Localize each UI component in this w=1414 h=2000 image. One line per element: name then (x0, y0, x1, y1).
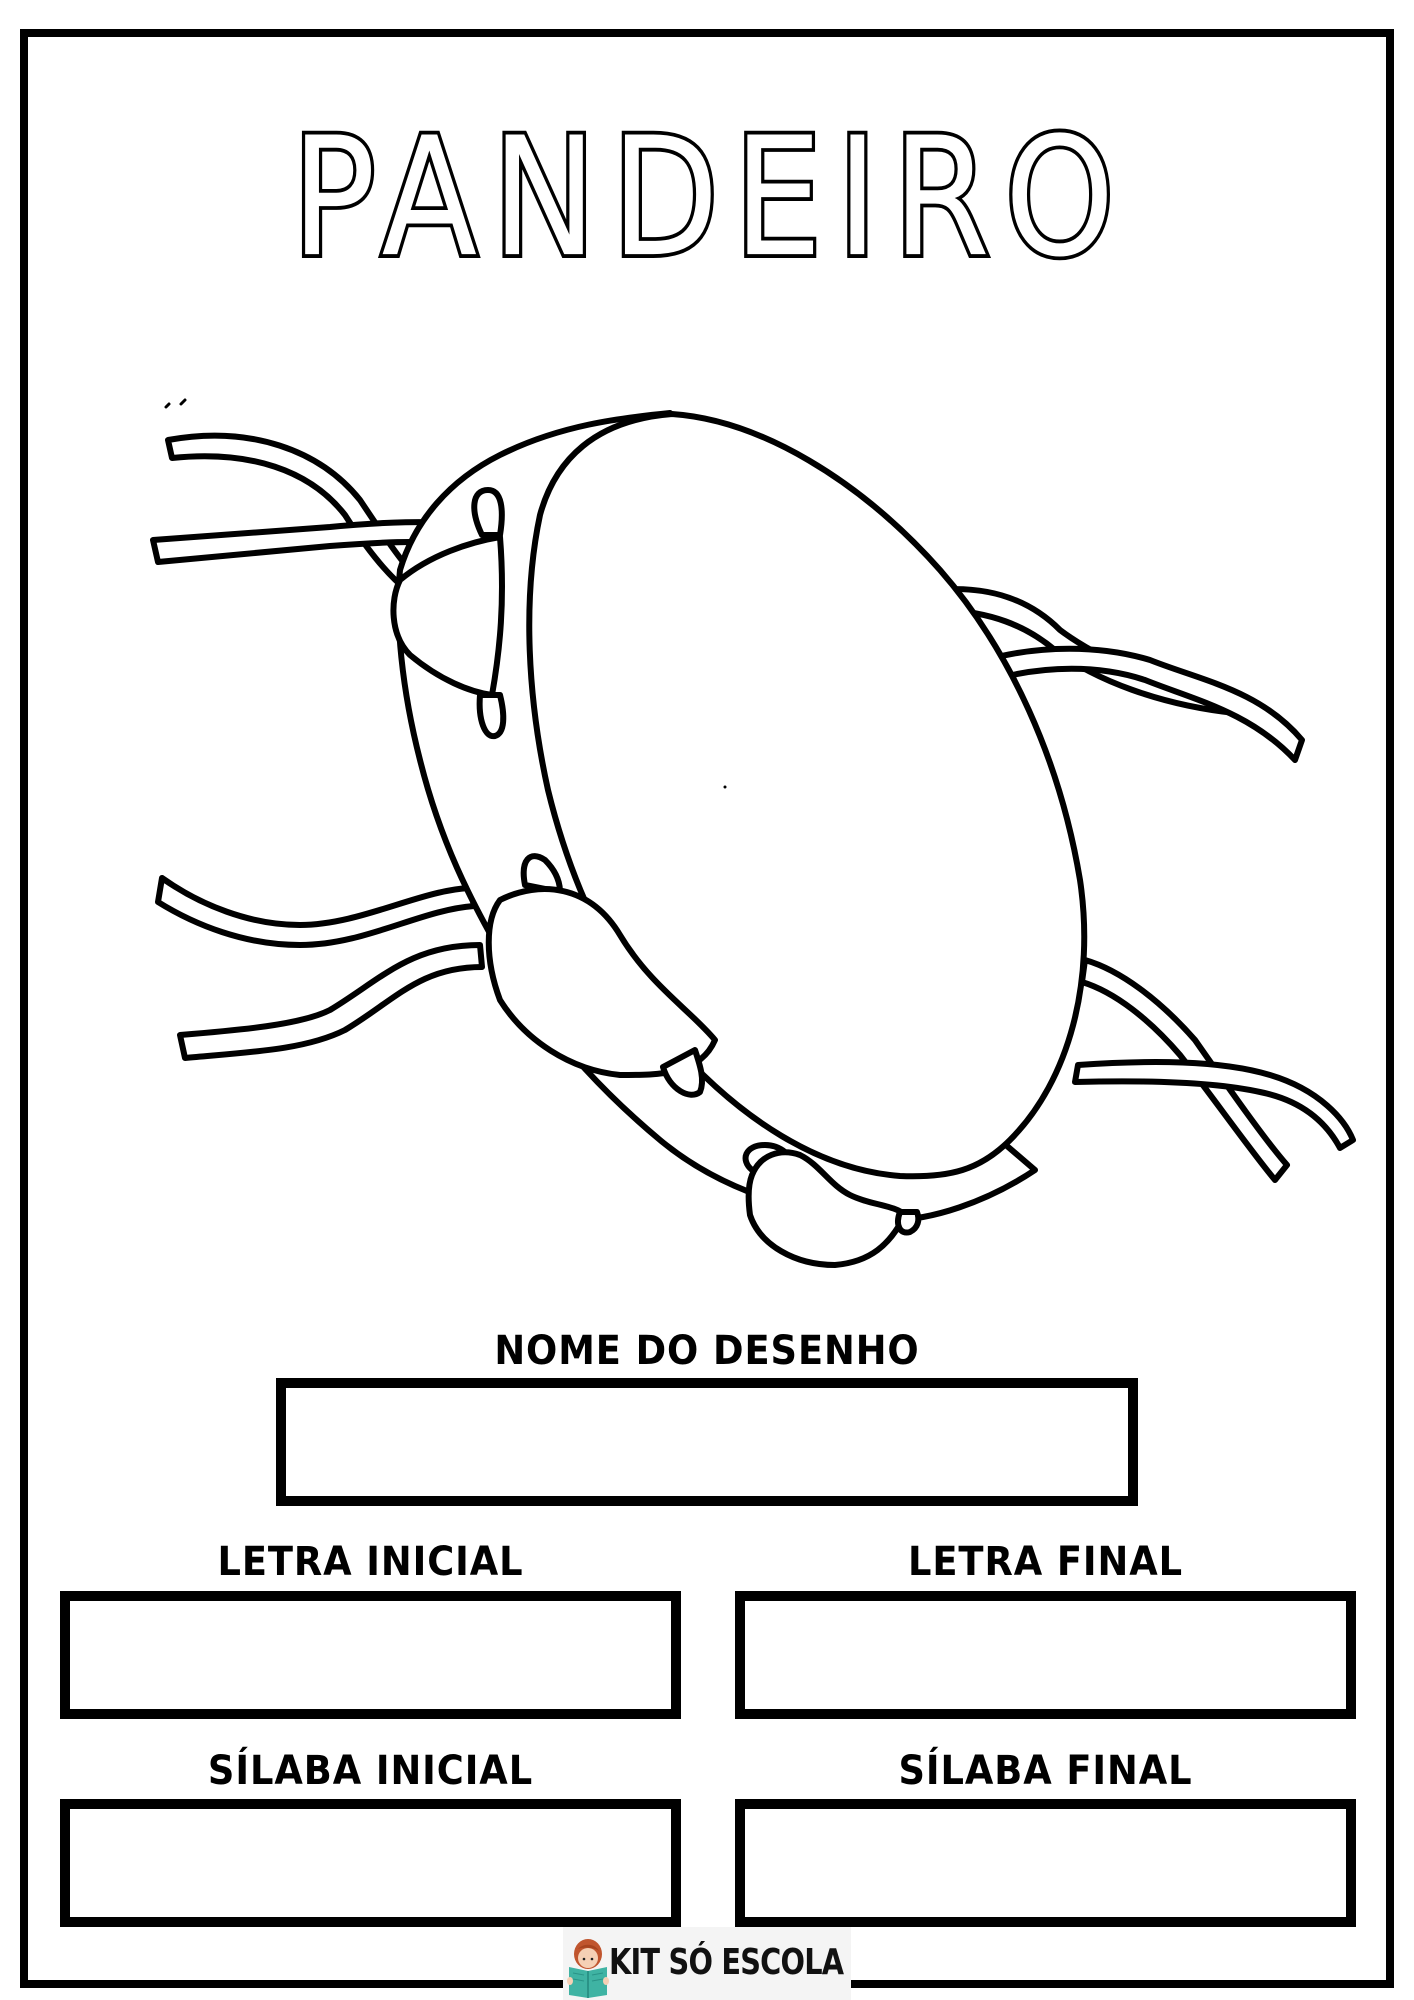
label-silaba-final: SÍLABA FINAL (898, 1748, 1193, 1794)
label-silaba-inicial: SÍLABA INICIAL (207, 1748, 534, 1794)
input-letra-final[interactable] (735, 1591, 1356, 1719)
label-nome-do-desenho: NOME DO DESENHO (494, 1328, 920, 1374)
input-letra-inicial[interactable] (60, 1591, 681, 1719)
brand-name: KIT SÓ ESCOLA (609, 1942, 844, 1983)
page-title: PANDEIRO (200, 98, 1220, 297)
label-letra-final: LETRA FINAL (907, 1539, 1183, 1585)
label-letra-inicial: LETRA INICIAL (217, 1539, 524, 1585)
title-text: PANDEIRO (288, 98, 1129, 297)
input-silaba-inicial[interactable] (60, 1799, 681, 1927)
girl-reading-book-icon (567, 1939, 609, 1998)
brand-logo: KIT SÓ ESCOLA (563, 1927, 851, 2000)
input-silaba-final[interactable] (735, 1799, 1356, 1927)
input-nome-do-desenho[interactable] (276, 1378, 1138, 1506)
